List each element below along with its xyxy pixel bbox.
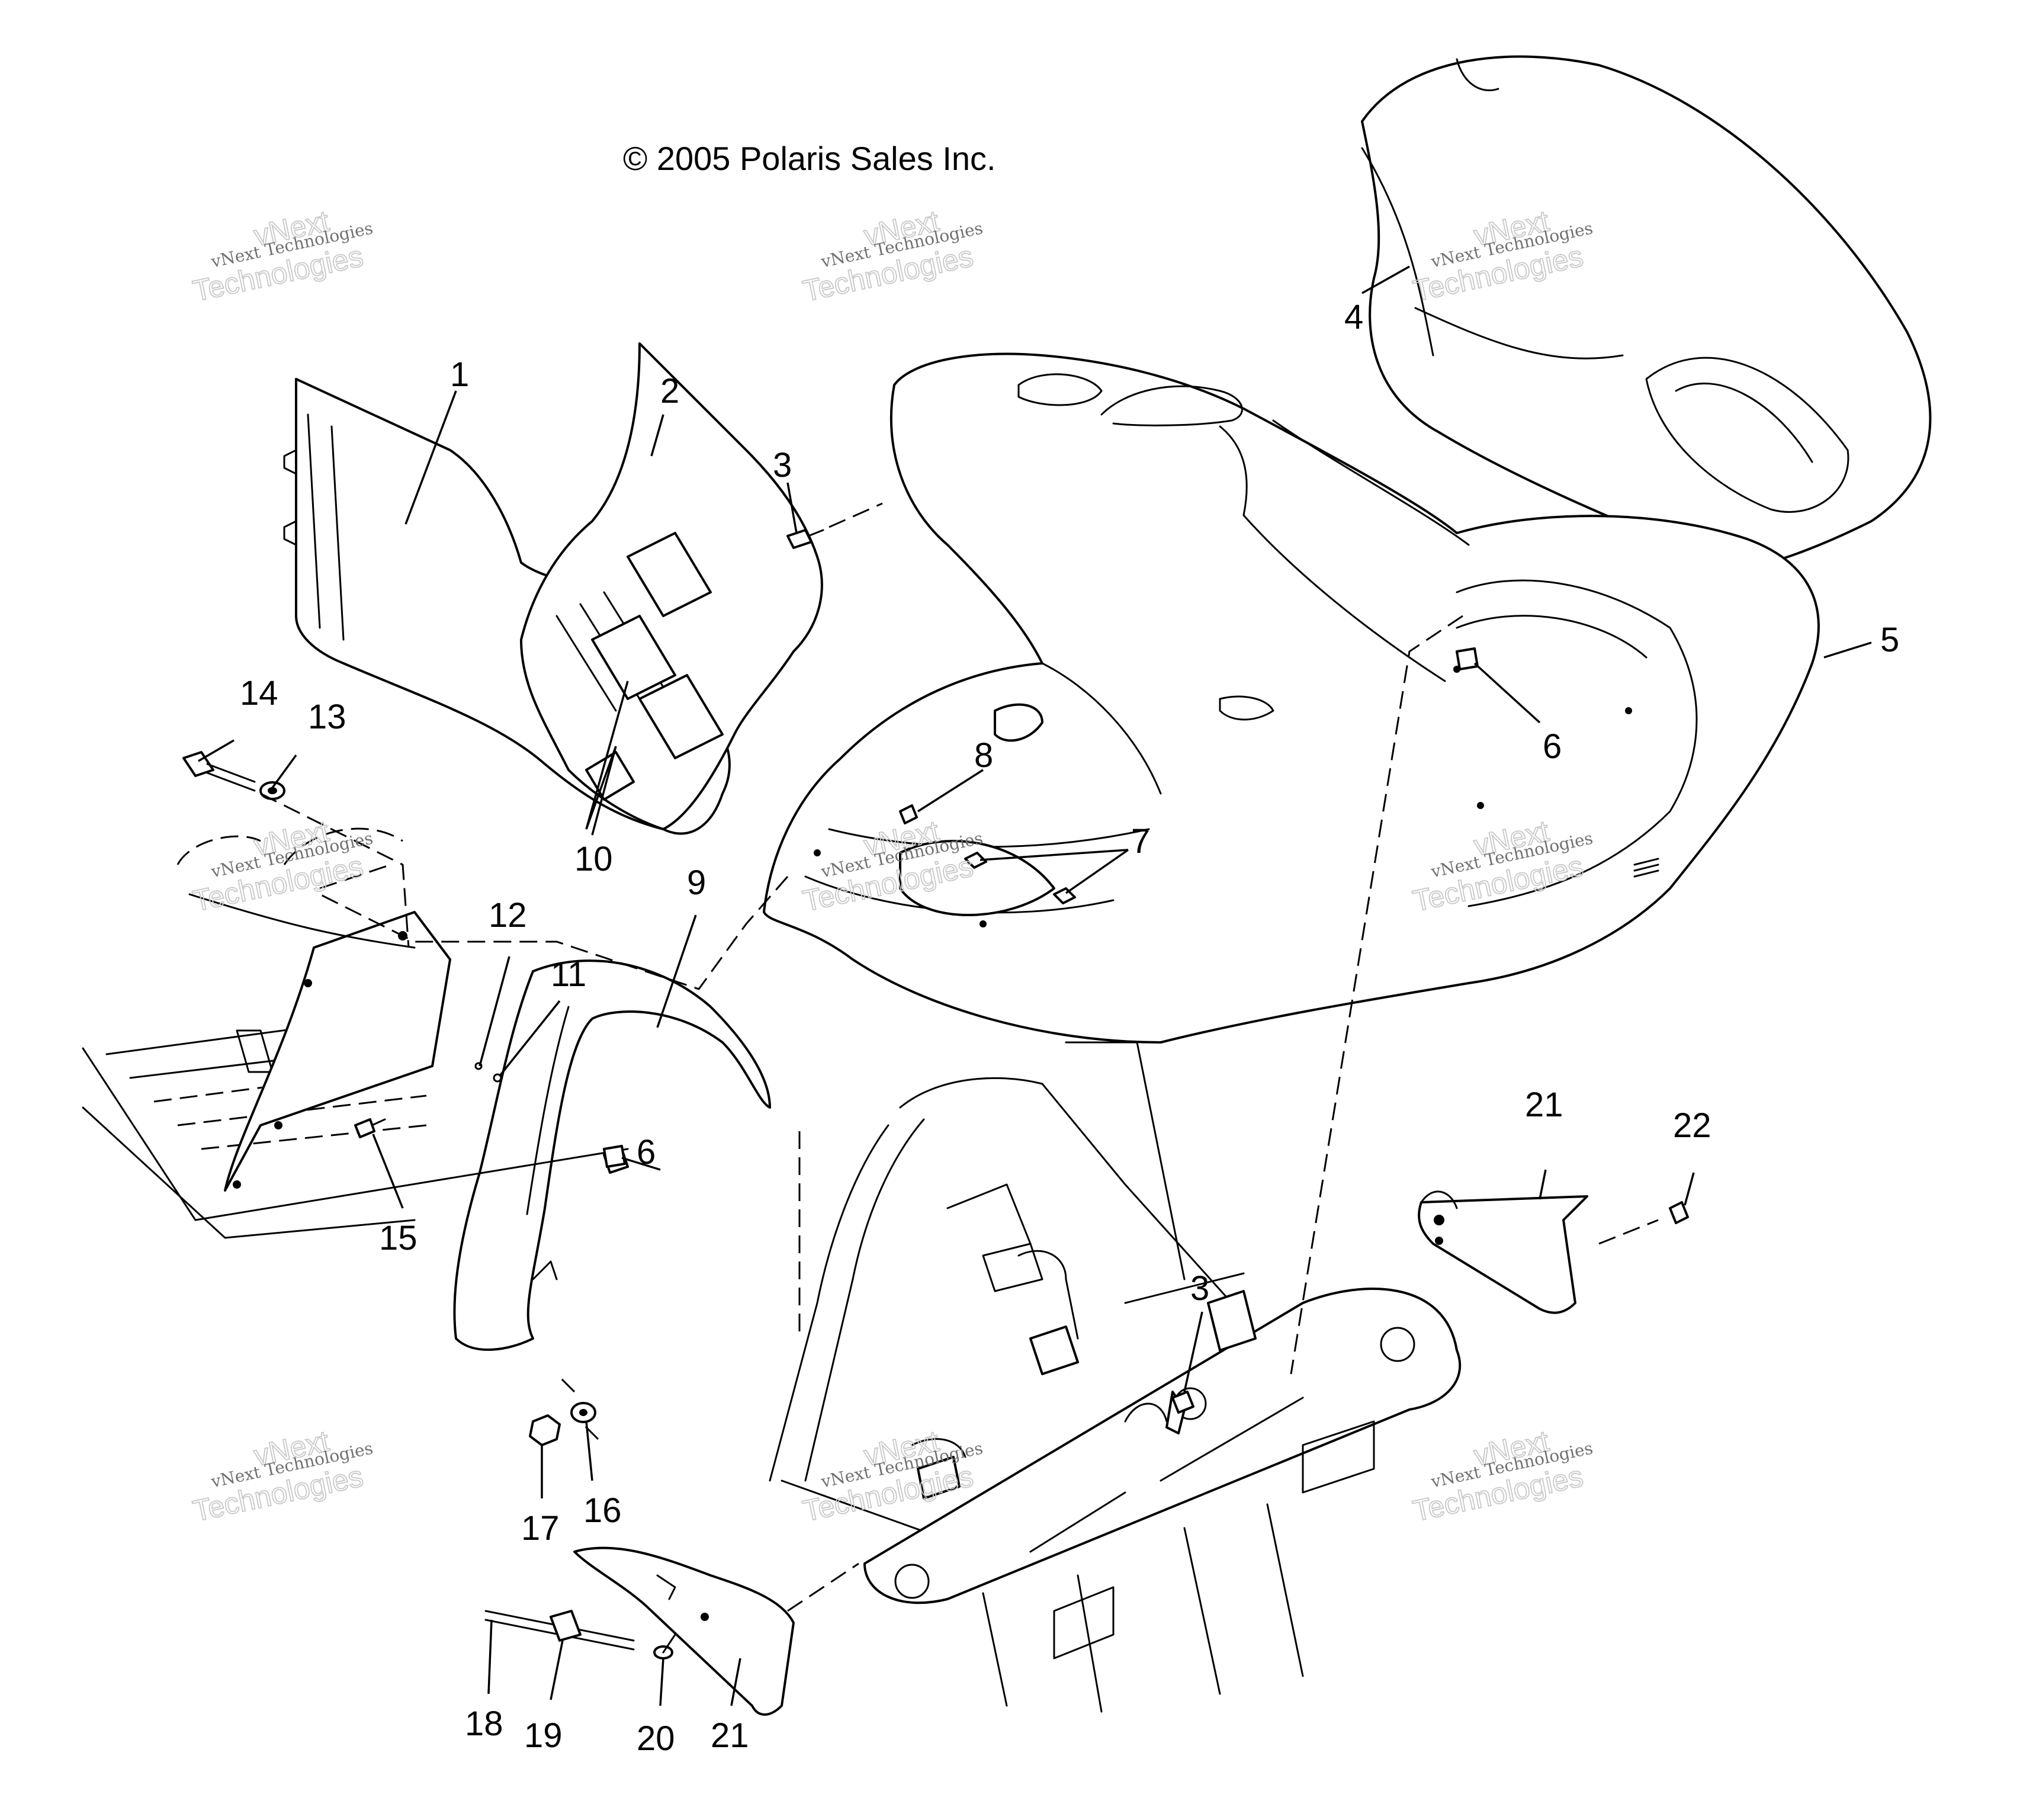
callout-10: 10 — [574, 840, 613, 878]
callout-6: 6 — [1543, 727, 1562, 766]
front-fender-body — [763, 352, 1820, 1044]
callout-22: 22 — [1673, 1106, 1711, 1145]
copyright-text: © 2005 Polaris Sales Inc. — [623, 140, 996, 177]
rear-rack-cover — [1361, 55, 1932, 570]
callout-19: 19 — [524, 1716, 563, 1755]
assembly-lines — [176, 502, 1659, 1612]
callout-21: 21 — [711, 1716, 749, 1755]
bracket-right — [1418, 1190, 1588, 1314]
callout-3: 3 — [773, 446, 792, 484]
hardware — [182, 529, 1689, 1659]
callout-17: 17 — [521, 1509, 560, 1548]
watermark: vNext Technologies vNext Technologies — [1409, 1424, 1595, 1529]
callout-16: 16 — [583, 1491, 622, 1530]
callout-1: 1 — [450, 355, 469, 394]
callout-2: 2 — [660, 372, 679, 410]
callout-15: 15 — [379, 1219, 418, 1257]
bracket-left — [573, 1546, 795, 1716]
watermark: vNext Technologies vNext Technologies — [190, 1424, 375, 1529]
callout-18: 18 — [465, 1705, 503, 1743]
watermark: vNext Technologies vNext Technologies — [799, 204, 985, 309]
leader-lines — [198, 265, 1872, 1706]
watermark: vNext Technologies vNext Technologies — [190, 204, 375, 309]
watermark: vNext Technologies vNext Technologies — [190, 814, 375, 919]
callout-7: 7 — [1131, 822, 1150, 861]
callout-21-right: 21 — [1525, 1086, 1563, 1124]
watermark: vNext Technologies vNext Technologies — [1409, 814, 1595, 919]
callout-13: 13 — [308, 698, 346, 736]
callout-11: 11 — [551, 955, 586, 994]
callout-12: 12 — [489, 896, 527, 935]
callout-8: 8 — [974, 736, 993, 775]
callout-20: 20 — [637, 1719, 675, 1758]
side-panel — [520, 342, 823, 830]
callout-numbers: 1 2 3 4 5 6 7 8 9 10 11 12 13 14 15 16 1… — [240, 298, 1899, 1758]
callout-14: 14 — [240, 674, 278, 712]
callout-3-lower: 3 — [1190, 1269, 1209, 1308]
callout-5: 5 — [1880, 621, 1899, 659]
callout-6-lower: 6 — [637, 1133, 656, 1171]
callout-9: 9 — [687, 864, 706, 902]
callout-4: 4 — [1344, 298, 1363, 336]
frame — [769, 1041, 1462, 1713]
footrest — [82, 893, 629, 1239]
